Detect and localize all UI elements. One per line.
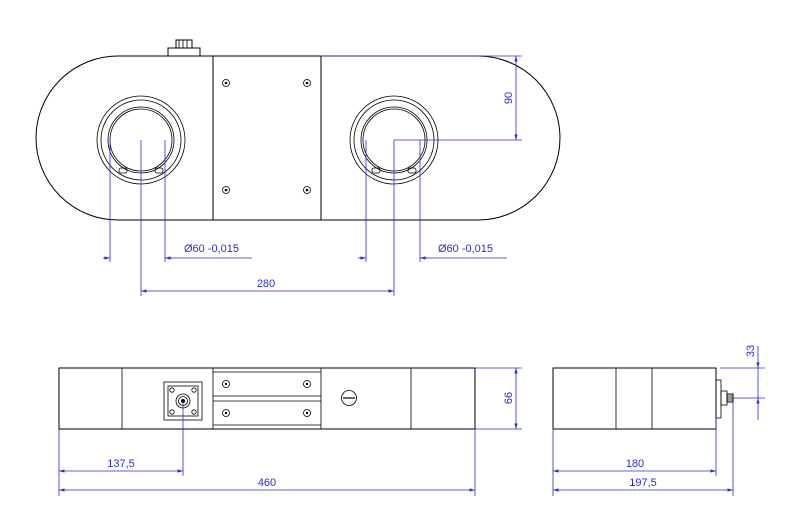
dim-197: 197,5: [553, 402, 734, 496]
side-connector: [715, 379, 734, 419]
dim-66-label: 66: [503, 392, 515, 404]
dim-180: 180: [552, 418, 717, 496]
dim-137: 137,5: [58, 401, 184, 496]
front-screws: [222, 380, 311, 417]
slotted-screw-icon: [341, 390, 357, 406]
dim-90: 90: [321, 55, 522, 141]
dim-66: 66: [475, 367, 522, 430]
dim-bore-right-label: Ø60 -0,015: [438, 243, 493, 255]
dim-280: 280: [140, 140, 395, 296]
dim-bore-right: Ø60 -0,015: [358, 140, 507, 262]
dim-90-label: 90: [503, 92, 515, 104]
dim-460-label: 460: [258, 477, 276, 489]
dim-180-label: 180: [626, 458, 644, 470]
dim-bore-left-label: Ø60 -0,015: [184, 243, 239, 255]
dim-280-label: 280: [257, 278, 275, 290]
dim-460: 460: [58, 429, 476, 496]
front-view: 66 137,5 460: [58, 367, 522, 496]
dim-137-label: 137,5: [107, 458, 135, 470]
plate-screws: [222, 79, 311, 194]
dim-197-label: 197,5: [629, 477, 657, 489]
dim-33: 33: [720, 345, 765, 420]
side-view: 33 180 197,5: [552, 345, 765, 496]
dim-bore-left: Ø60 -0,015: [103, 140, 252, 262]
side-housing: [552, 367, 717, 430]
front-housing: [58, 367, 476, 430]
dim-33-label: 33: [745, 345, 757, 357]
top-view: 90 Ø60 -0,015 Ø60 -0,015 280: [35, 39, 561, 296]
top-connector: [167, 39, 201, 57]
center-plate: [212, 55, 322, 221]
